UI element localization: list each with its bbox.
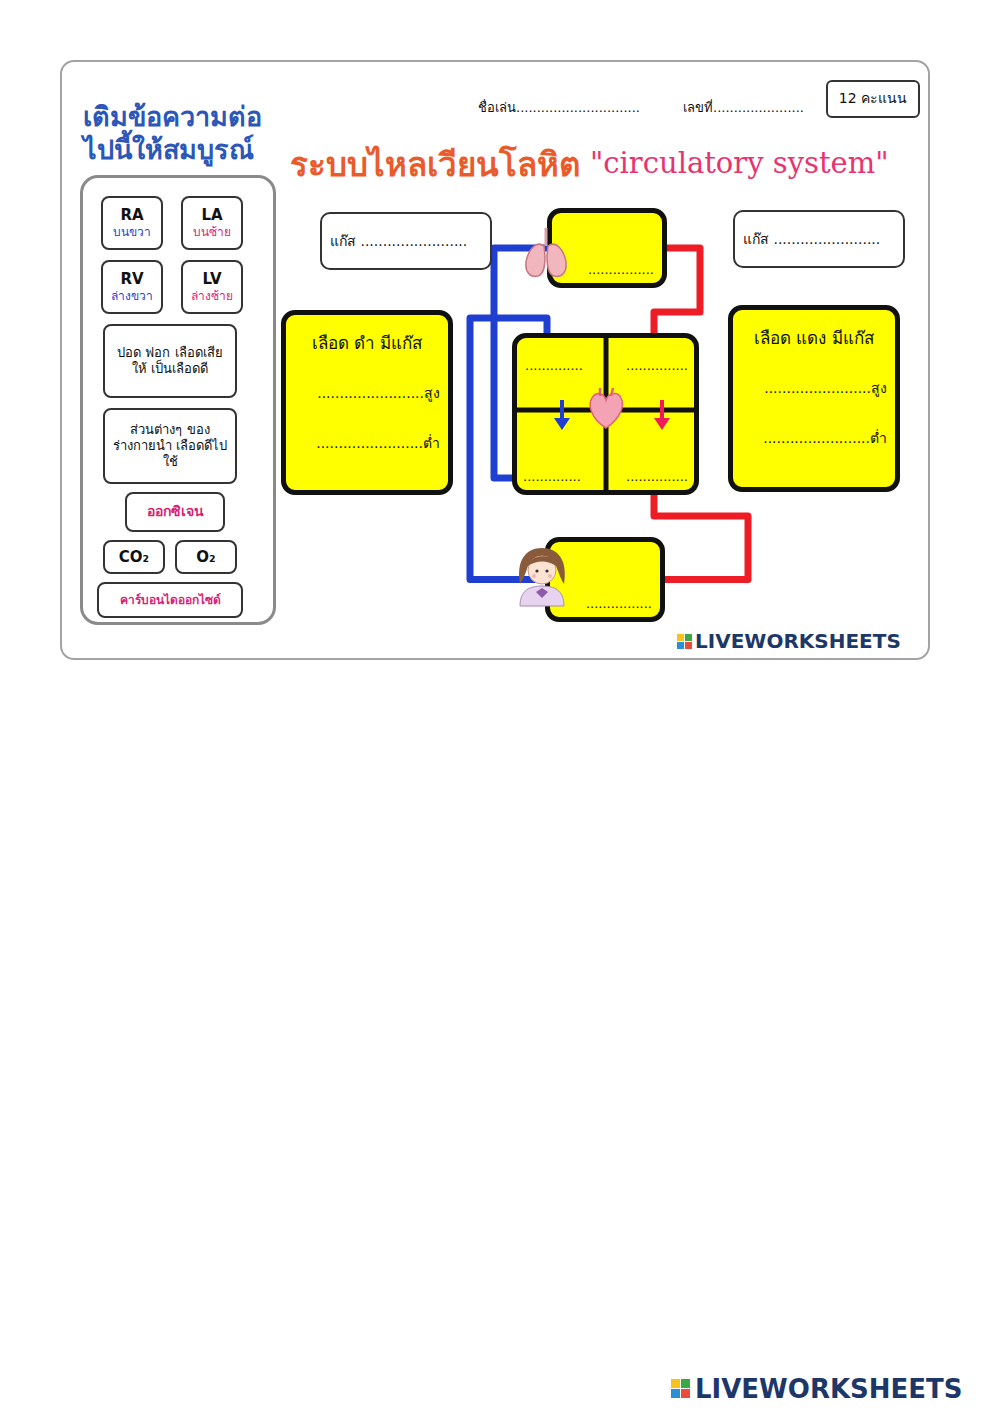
body-box: ................	[545, 537, 665, 622]
node-text: ........................สูง	[764, 377, 887, 399]
node-text: ..............	[523, 469, 581, 484]
node-text: ................	[586, 596, 652, 611]
heart-chamber: ...............	[606, 415, 694, 490]
node-text: ........................ต่ำ	[763, 427, 887, 449]
node-text: ออกซิเจน	[147, 503, 204, 521]
lungs-icon	[526, 228, 566, 276]
heart-chamber: ...............	[606, 338, 694, 410]
word-bank: เติมข้อความต่อไปนี้ให้สมบูรณ์RAบนขวาLAบน…	[80, 175, 276, 625]
node-text: ปอด ฟอก เลือดเสียให้ เป็นเลือดดี	[110, 345, 230, 378]
watermark: LIVEWORKSHEETS	[695, 1374, 963, 1404]
heart-chamber: ..............	[517, 415, 605, 490]
word-card: RVล่างขวา	[101, 260, 163, 314]
node-text: เลือด ดำ มีแก๊ส	[312, 329, 423, 356]
blood-box: เลือด ดำ มีแก๊ส ........................ส…	[281, 310, 453, 495]
heart-icon	[590, 388, 622, 428]
node-text: ........................สูง	[317, 382, 440, 404]
word-card: CO₂	[103, 540, 165, 574]
flow-arrow	[554, 400, 670, 430]
node-text: ล่างซ้าย	[191, 289, 233, 304]
section-heading: เติมข้อความต่อไปนี้ให้สมบูรณ์	[83, 101, 273, 166]
subtitle: "circulatory system"	[590, 146, 889, 180]
logo-mark	[671, 1379, 690, 1398]
node-text: RV	[120, 270, 143, 289]
node-text: ล่างขวา	[111, 289, 153, 304]
node-text: ...............	[626, 358, 688, 373]
node-text: LA	[201, 206, 222, 225]
gas-blank: แก๊ส ........................	[320, 212, 492, 270]
word-card: ส่วนต่างๆ ของร่างกายนำ เลือดดีไปใช้	[103, 408, 237, 484]
form-field: ชื่อเล่น..............................	[478, 97, 640, 118]
node-text: 12 คะแนน	[839, 90, 907, 108]
gas-blank: แก๊ส ........................	[733, 210, 905, 268]
node-text: แก๊ส ........................	[743, 228, 880, 250]
watermark: LIVEWORKSHEETS	[695, 629, 901, 653]
node-text: บนขวา	[113, 225, 151, 240]
heart-chamber: ..............	[517, 338, 605, 410]
heart-box: ........................................…	[512, 333, 699, 495]
score-box: 12 คะแนน	[826, 80, 920, 118]
node-text: RA	[120, 206, 143, 225]
word-card: RAบนขวา	[101, 196, 163, 250]
node-text: ส่วนต่างๆ ของร่างกายนำ เลือดดีไปใช้	[110, 422, 230, 471]
word-card: ออกซิเจน	[125, 492, 225, 532]
chamber-divider	[517, 338, 694, 490]
word-card: LAบนซ้าย	[181, 196, 243, 250]
node-text: LV	[202, 270, 221, 289]
node-text: ........................ต่ำ	[316, 432, 440, 454]
node-text: เลือด แดง มีแก๊ส	[754, 324, 874, 351]
node-text: คาร์บอนไดออกไซด์	[120, 593, 221, 608]
node-text: แก๊ส ........................	[330, 230, 467, 252]
person-icon	[519, 548, 565, 606]
node-text: ...............	[626, 469, 688, 484]
node-text: ..............	[525, 358, 583, 373]
word-card: คาร์บอนไดออกไซด์	[97, 582, 243, 618]
node-text: ................	[588, 262, 654, 277]
word-card: LVล่างซ้าย	[181, 260, 243, 314]
lungs-box: ................	[547, 208, 667, 288]
node-text: O₂	[196, 548, 215, 567]
word-card: ปอด ฟอก เลือดเสียให้ เป็นเลือดดี	[103, 324, 237, 398]
word-card: O₂	[175, 540, 237, 574]
page-title: ระบบไหลเวียนโลหิต	[290, 138, 580, 191]
node-text: CO₂	[119, 548, 149, 567]
node-text: บนซ้าย	[193, 225, 231, 240]
blood-box: เลือด แดง มีแก๊ส........................…	[728, 305, 900, 492]
blood-vessel	[654, 490, 748, 580]
logo-mark	[677, 634, 692, 649]
form-field: เลขที่......................	[683, 97, 804, 118]
